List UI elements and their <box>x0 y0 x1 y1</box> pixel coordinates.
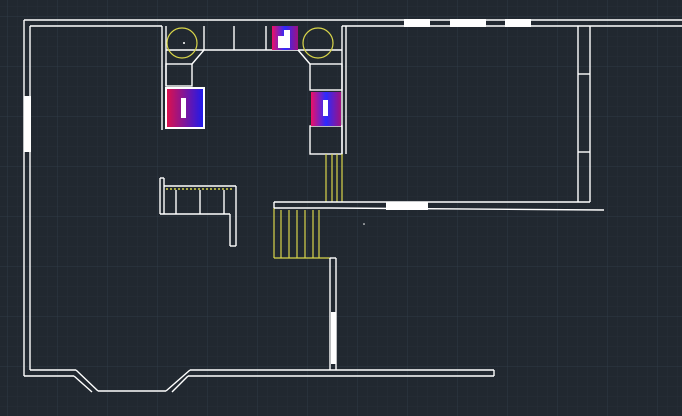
kitchen-counters <box>161 26 347 155</box>
point-marker <box>363 223 365 225</box>
window-icon <box>331 202 428 364</box>
sink-drain <box>183 42 185 44</box>
kitchen-island <box>159 177 237 247</box>
sink-icon <box>166 27 334 59</box>
stair-icon <box>273 154 343 259</box>
range-icon <box>165 26 341 129</box>
window-icon <box>24 19 531 152</box>
